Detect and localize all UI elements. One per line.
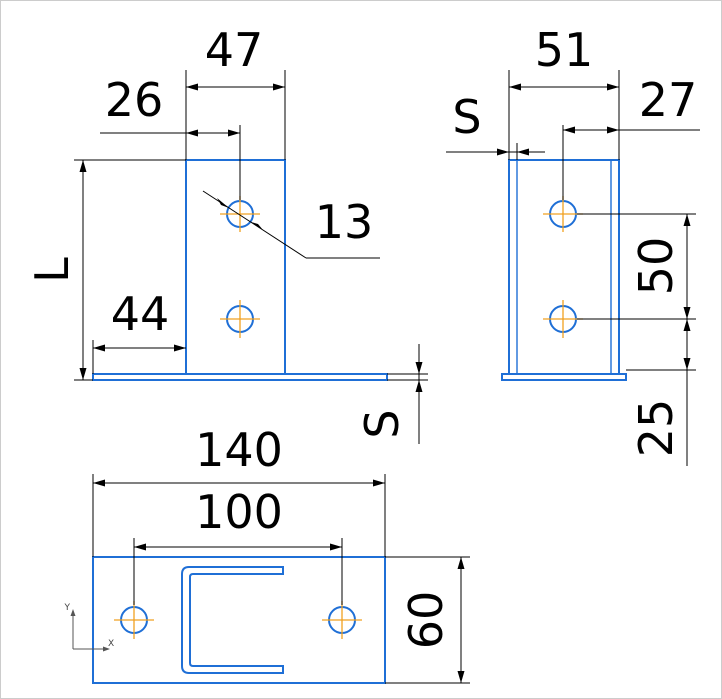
- dimension-front-height: L: [25, 159, 186, 381]
- side-hole-bottom: [543, 300, 583, 338]
- front-base-flange-outline: [92, 373, 388, 381]
- dimension-label-13: 13: [315, 195, 374, 249]
- dimension-front-width: 47: [185, 23, 286, 160]
- dimension-side-thickness: S: [446, 90, 545, 160]
- dimension-side-width: 51: [508, 23, 620, 160]
- dimension-side-hole-bottom: 25: [626, 319, 696, 466]
- dimension-label-50: 50: [629, 237, 683, 296]
- dimension-top-width: 60: [385, 556, 470, 684]
- top-channel-outline: [181, 566, 284, 674]
- top-hole-right: [322, 601, 362, 639]
- top-view: 140 100 60: [92, 423, 470, 684]
- dimension-hole-diameter: 13: [202, 190, 380, 259]
- dimension-label-27: 27: [639, 73, 698, 127]
- front-view: 47 26 13 L: [25, 23, 428, 444]
- dimension-label-S-side: S: [452, 90, 481, 144]
- dimension-label-L: L: [25, 257, 79, 283]
- side-base-outline: [501, 373, 627, 381]
- dimension-side-hole-offset: 27: [562, 73, 700, 200]
- dimension-label-44: 44: [111, 287, 170, 341]
- dimension-label-51: 51: [535, 23, 594, 77]
- dimension-top-length: 140: [92, 423, 386, 557]
- dimension-label-25: 25: [629, 399, 683, 458]
- dimension-label-100: 100: [195, 485, 283, 539]
- dimension-front-hole-offset: 26: [100, 73, 241, 200]
- ucs-axis-icon: Y X: [64, 603, 114, 652]
- side-hole-top: [543, 196, 583, 232]
- dimension-front-thickness: S: [355, 344, 428, 444]
- ucs-x-label: X: [108, 639, 114, 649]
- dimension-side-hole-spacing: 50: [577, 213, 696, 320]
- dimension-top-hole-spacing: 100: [133, 485, 343, 605]
- dimension-label-26: 26: [105, 73, 164, 127]
- dimension-label-60: 60: [399, 591, 453, 650]
- side-view: 51 27 S 50: [446, 23, 700, 466]
- top-base-outline: [92, 556, 386, 684]
- dimension-label-140: 140: [195, 423, 283, 477]
- front-hole-bottom: [220, 300, 260, 338]
- dimension-front-flange-length: 44: [92, 287, 186, 374]
- dimension-label-47: 47: [205, 23, 264, 77]
- ucs-y-label: Y: [64, 603, 71, 613]
- dimension-label-S-front: S: [355, 409, 409, 438]
- top-hole-left: [114, 601, 154, 639]
- front-hole-top: [220, 196, 260, 232]
